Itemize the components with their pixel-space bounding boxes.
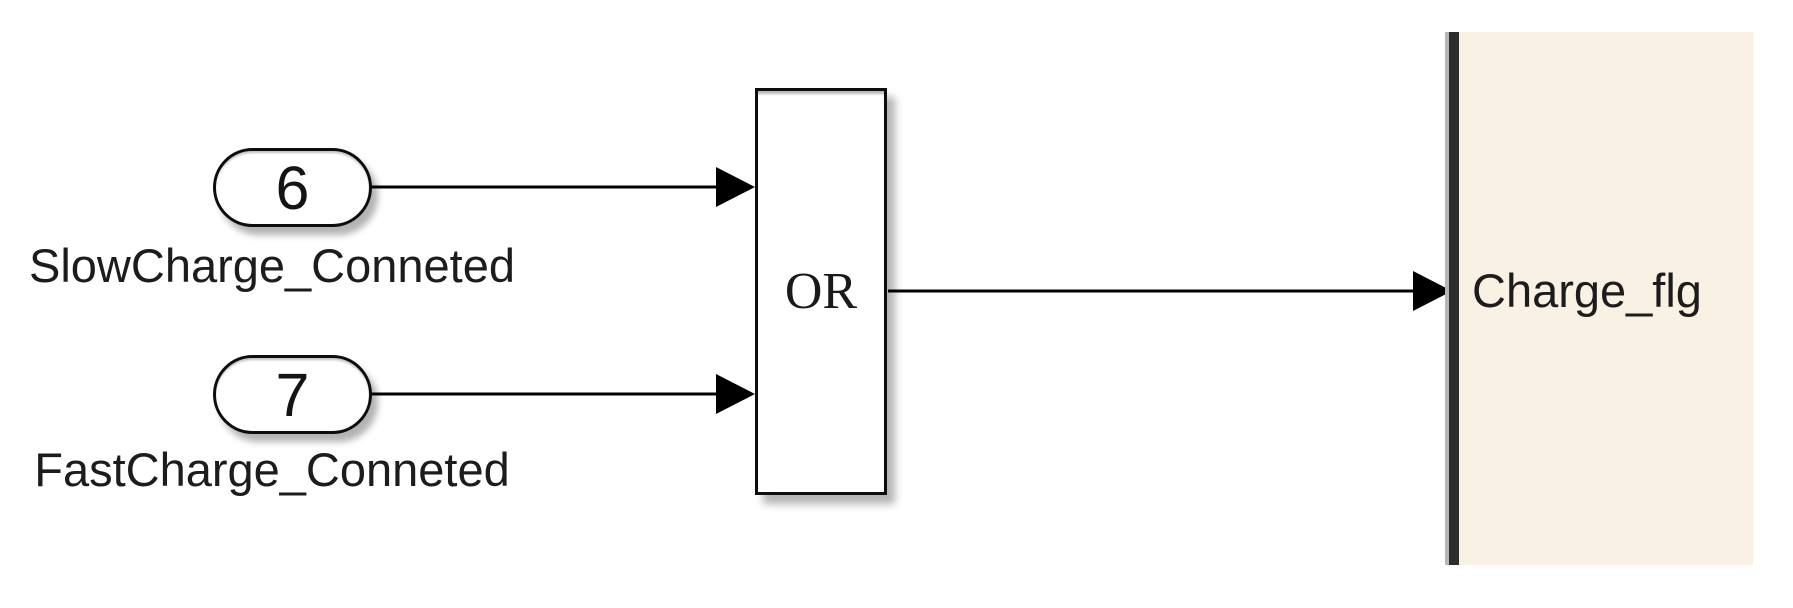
inport-block-7[interactable]: 7 — [213, 355, 372, 434]
outport-label-charge-flg[interactable]: Charge_flg — [1472, 263, 1702, 317]
wire-inport7-to-or[interactable] — [371, 374, 755, 414]
or-block-operator-label: OR — [784, 262, 858, 320]
arrowhead-icon — [716, 167, 755, 207]
subsystem-boundary-panel — [1459, 32, 1753, 565]
inport-6-name-label[interactable]: SlowCharge_Conneted — [29, 239, 515, 292]
wire-or-to-outport[interactable] — [888, 271, 1452, 311]
subsystem-boundary-edge — [1449, 32, 1459, 565]
or-logic-block[interactable]: OR — [755, 88, 887, 495]
inport-block-6[interactable]: 6 — [213, 148, 372, 227]
subsystem-boundary-edge-highlight — [1445, 32, 1449, 565]
inport-7-name-label[interactable]: FastCharge_Conneted — [34, 443, 510, 496]
inport-6-port-number: 6 — [275, 154, 310, 222]
arrowhead-icon — [1413, 271, 1452, 311]
wire-inport6-to-or[interactable] — [371, 167, 755, 207]
inport-7-port-number: 7 — [275, 361, 310, 429]
arrowhead-icon — [716, 374, 755, 414]
